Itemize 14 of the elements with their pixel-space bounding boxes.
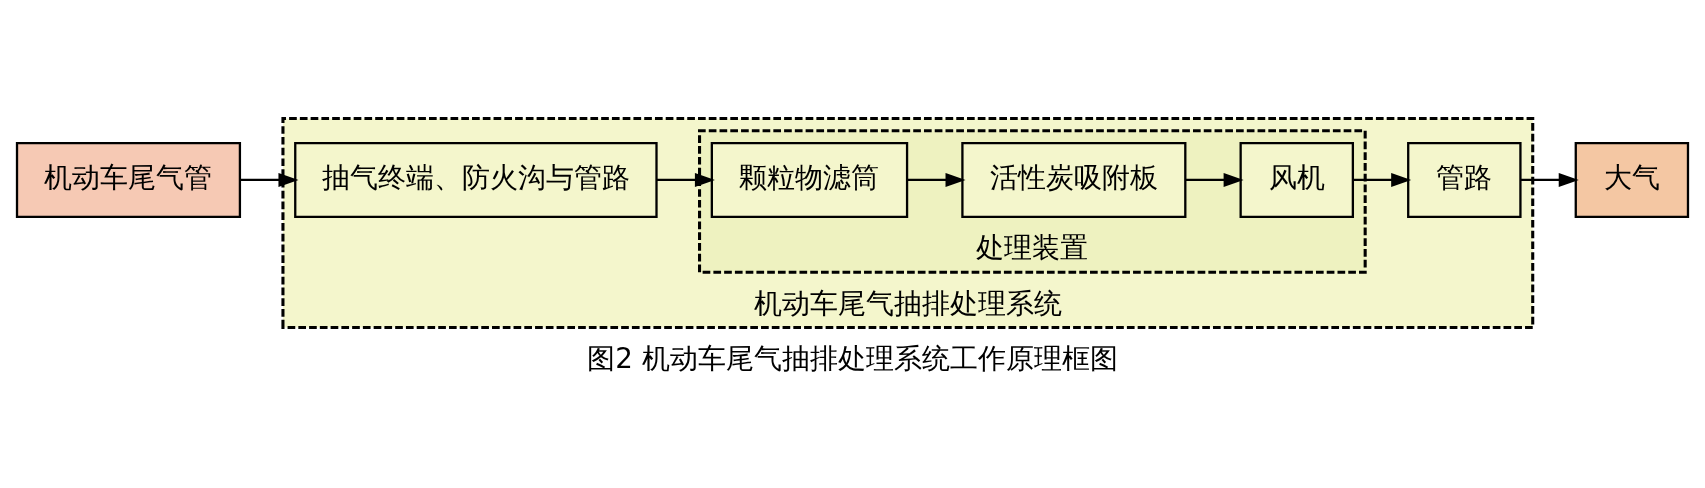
node-box: 风机 bbox=[1239, 141, 1355, 218]
node-box: 机动车尾气管 bbox=[15, 141, 242, 218]
arrow bbox=[1185, 172, 1244, 187]
node-box: 管路 bbox=[1407, 141, 1522, 218]
arrow bbox=[907, 172, 966, 187]
node-box: 大气 bbox=[1574, 141, 1690, 218]
caption: 图2 机动车尾气抽排处理系统工作原理框图 bbox=[587, 341, 1118, 375]
node-box: 抽气终端、防火沟与管路 bbox=[294, 141, 658, 218]
node-box: 活性炭吸附板 bbox=[961, 141, 1187, 218]
arrow bbox=[1520, 172, 1579, 187]
arrow bbox=[1353, 172, 1412, 187]
arrow bbox=[240, 172, 299, 187]
arrow bbox=[656, 172, 715, 187]
node-box: 颗粒物滤筒 bbox=[710, 141, 909, 218]
